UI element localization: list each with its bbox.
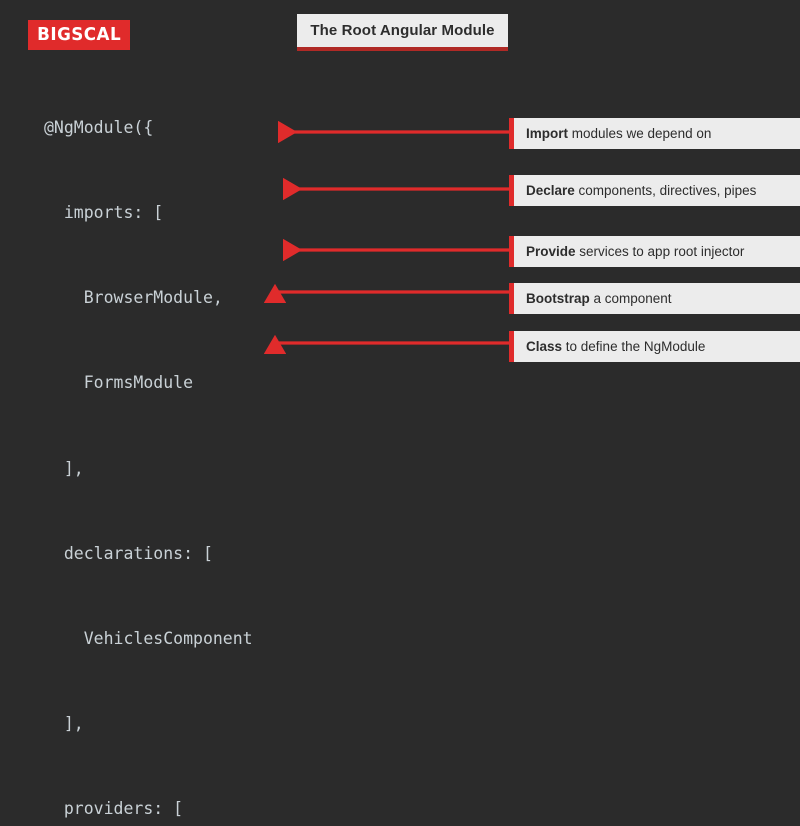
annotation-keyword: Provide	[526, 243, 576, 259]
code-line: BrowserModule,	[44, 288, 223, 308]
code-line: FormsModule	[44, 373, 194, 393]
annotation-import: Import modules we depend on	[509, 118, 800, 149]
bigscal-logo: BIGSCAL	[28, 20, 130, 50]
annotation-text: Import modules we depend on	[526, 127, 711, 141]
code-line: ],	[44, 714, 84, 734]
annotation-declare: Declare components, directives, pipes	[509, 175, 800, 206]
annotation-bootstrap: Bootstrap a component	[509, 283, 800, 314]
annotation-rest: a component	[589, 290, 672, 306]
page-title: The Root Angular Module	[310, 22, 495, 39]
annotation-keyword: Bootstrap	[526, 290, 590, 306]
annotation-text: Bootstrap a component	[526, 292, 672, 306]
annotation-text: Provide services to app root injector	[526, 245, 744, 259]
title-banner: The Root Angular Module	[297, 14, 508, 51]
code-line: declarations: [	[44, 543, 213, 563]
logo-text: BIGSCAL	[37, 24, 121, 45]
annotation-rest: modules we depend on	[568, 125, 712, 141]
code-line: VehiclesComponent	[44, 629, 253, 649]
code-line: imports: [	[44, 203, 164, 223]
slide-canvas: BIGSCAL The Root Angular Module @NgModul…	[28, 14, 800, 819]
annotation-keyword: Import	[526, 125, 568, 141]
annotation-rest: services to app root injector	[575, 243, 745, 259]
annotation-text: Class to define the NgModule	[526, 340, 705, 354]
code-line: ],	[44, 458, 84, 478]
annotation-keyword: Declare	[526, 182, 575, 198]
code-line: providers: [	[44, 799, 184, 819]
annotation-keyword: Class	[526, 338, 563, 354]
annotation-rest: to define the NgModule	[562, 338, 706, 354]
code-line: @NgModule({	[44, 117, 154, 137]
annotation-class: Class to define the NgModule	[509, 331, 800, 362]
code-block: @NgModule({ imports: [ BrowserModule, Fo…	[44, 57, 372, 826]
annotation-provide: Provide services to app root injector	[509, 236, 800, 267]
annotation-text: Declare components, directives, pipes	[526, 184, 756, 198]
annotation-rest: components, directives, pipes	[574, 182, 757, 198]
